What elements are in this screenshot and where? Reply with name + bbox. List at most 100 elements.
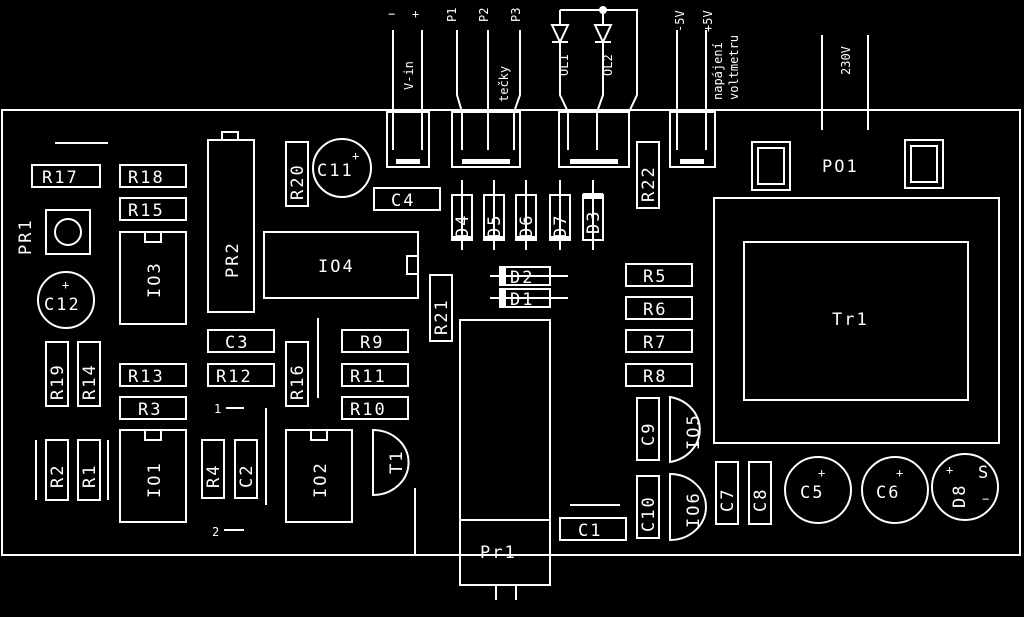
svg-text:+: + <box>896 466 903 480</box>
capacitor-c9: C9 <box>636 397 660 461</box>
capacitor-c5: + C5 <box>784 456 852 524</box>
diode-d5: D5 <box>483 180 505 250</box>
resistor-r3: R3 <box>119 396 187 420</box>
resistor-r6: R6 <box>625 296 693 320</box>
capacitor-c1: C1 <box>559 517 627 541</box>
svg-text:Tr1: Tr1 <box>832 310 869 330</box>
svg-text:C6: C6 <box>876 483 900 503</box>
p3-label: P3 <box>509 8 523 22</box>
minus-label: − <box>388 7 395 21</box>
svg-text:R14: R14 <box>80 363 100 400</box>
svg-text:C9: C9 <box>639 422 659 446</box>
plus-label: + <box>412 7 419 21</box>
resistor-r11: R11 <box>341 363 409 387</box>
svg-text:R1: R1 <box>80 464 100 488</box>
svg-text:+: + <box>352 149 359 163</box>
resistor-r20: R20 <box>285 141 309 207</box>
svg-text:C10: C10 <box>639 495 659 532</box>
diode-d7: D7 <box>549 180 571 250</box>
ic-io3: IO3 <box>119 231 187 325</box>
resistor-r17: R17 <box>31 164 101 188</box>
svg-text:R16: R16 <box>288 363 308 400</box>
svg-text:R4: R4 <box>204 464 224 488</box>
svg-text:D6: D6 <box>517 214 537 238</box>
ic-io2: IO2 <box>285 429 353 523</box>
resistor-r7: R7 <box>625 329 693 353</box>
svg-text:C7: C7 <box>718 488 738 512</box>
svg-text:C3: C3 <box>225 333 249 353</box>
svg-text:R7: R7 <box>643 333 667 353</box>
voltmetru-label: voltmetru <box>727 35 741 100</box>
ic-io1: IO1 <box>119 429 187 523</box>
diode-d6: D6 <box>515 180 537 250</box>
v-in-label: V-in <box>402 61 416 90</box>
svg-text:D8: D8 <box>950 484 970 508</box>
capacitor-c4: C4 <box>373 187 441 211</box>
diode-d1: D1 <box>490 288 568 310</box>
svg-text:D4: D4 <box>453 214 473 238</box>
p1-label: P1 <box>445 8 459 22</box>
tecky-label: tečky <box>497 66 511 102</box>
svg-text:PR1: PR1 <box>16 218 36 255</box>
ic-io4: IO4 <box>263 231 419 299</box>
svg-text:IO3: IO3 <box>145 261 165 298</box>
resistor-r9: R9 <box>341 329 409 353</box>
svg-text:IO5: IO5 <box>684 413 704 450</box>
svg-text:Pr1: Pr1 <box>480 543 517 563</box>
svg-text:C11: C11 <box>317 161 354 181</box>
svg-text:R15: R15 <box>128 201 165 221</box>
svg-text:R21: R21 <box>432 298 452 335</box>
resistor-r2: R2 <box>45 439 69 501</box>
pin2-mark: 2 <box>212 525 219 539</box>
svg-text:R5: R5 <box>643 267 667 287</box>
svg-text:C1: C1 <box>578 521 602 541</box>
svg-text:R13: R13 <box>128 367 165 387</box>
diode-d4: D4 <box>451 180 473 250</box>
resistor-r22: R22 <box>636 141 660 209</box>
svg-text:C4: C4 <box>391 191 415 211</box>
connector-p1-p3: P1 P2 P3 tečky <box>445 8 523 168</box>
resistor-r18: R18 <box>119 164 187 188</box>
board-outline <box>1 109 1021 556</box>
capacitor-c11: + C11 <box>312 138 372 198</box>
transistor-t1: T1 <box>372 428 410 497</box>
svg-text:D2: D2 <box>510 268 534 288</box>
resistor-r8: R8 <box>625 363 693 387</box>
svg-text:IO4: IO4 <box>318 257 355 277</box>
resistor-r16: R16 <box>285 341 309 407</box>
v230-label: 230V <box>839 46 853 75</box>
svg-text:+: + <box>818 466 825 480</box>
napajeni-label: napájení <box>711 42 725 100</box>
capacitor-c6: + C6 <box>861 456 929 524</box>
pin1-mark: 1 <box>214 402 221 416</box>
svg-text:S: S <box>978 463 990 483</box>
mains-230v: 230V <box>821 35 869 130</box>
svg-text:R19: R19 <box>48 363 68 400</box>
svg-text:R3: R3 <box>138 400 162 420</box>
capacitor-c12: + C12 <box>37 271 95 329</box>
resistor-r19: R19 <box>45 341 69 407</box>
svg-text:PR2: PR2 <box>223 241 243 278</box>
ol2-label: OL2 <box>601 54 615 76</box>
ic-io6: IO6 <box>669 472 707 542</box>
resistor-r12: R12 <box>207 363 275 387</box>
svg-text:D3: D3 <box>584 210 604 234</box>
svg-text:+: + <box>62 278 69 292</box>
capacitor-c3: C3 <box>207 329 275 353</box>
svg-text:R20: R20 <box>288 163 308 200</box>
connector-v-in: − + V-in <box>386 7 430 168</box>
resistor-r10: R10 <box>341 396 409 420</box>
diode-d2: D2 <box>490 266 568 288</box>
connector-ol: OL1 OL2 <box>550 6 638 168</box>
connector-power: -5V +5V napájení voltmetru <box>669 10 741 168</box>
svg-text:T1: T1 <box>387 450 407 474</box>
svg-text:D1: D1 <box>510 290 534 310</box>
capacitor-c8: C8 <box>748 461 772 525</box>
capacitor-c2: C2 <box>234 439 258 499</box>
capacitor-c10: C10 <box>636 475 660 539</box>
svg-text:R8: R8 <box>643 367 667 387</box>
svg-text:R9: R9 <box>360 333 384 353</box>
svg-text:R2: R2 <box>48 464 68 488</box>
svg-text:−: − <box>982 492 989 506</box>
resistor-r1: R1 <box>77 439 101 501</box>
